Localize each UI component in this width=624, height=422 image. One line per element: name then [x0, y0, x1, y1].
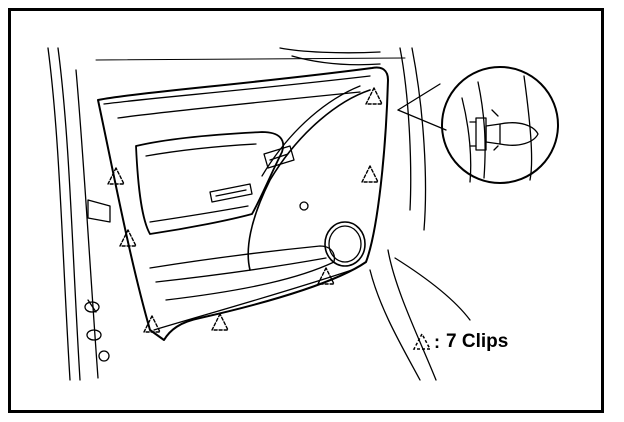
clip-marker-triangle-icon	[412, 331, 438, 353]
clip-markers	[107, 87, 383, 333]
legend-separator: :	[434, 331, 440, 352]
clip-marker-2	[361, 165, 379, 183]
clips-legend: : 7 Clips	[412, 329, 508, 355]
vehicle-body-outline	[47, 47, 471, 381]
clip-detail-callout	[397, 66, 559, 184]
clip-marker-3	[107, 167, 125, 185]
clip-marker-5	[317, 267, 335, 285]
clip-marker-6	[143, 315, 161, 333]
door-trim-panel	[97, 66, 389, 341]
clip-marker-1	[365, 87, 383, 105]
clip-marker-4	[119, 229, 137, 247]
legend-label: 7 Clips	[446, 331, 509, 352]
clip-marker-7	[211, 313, 229, 331]
